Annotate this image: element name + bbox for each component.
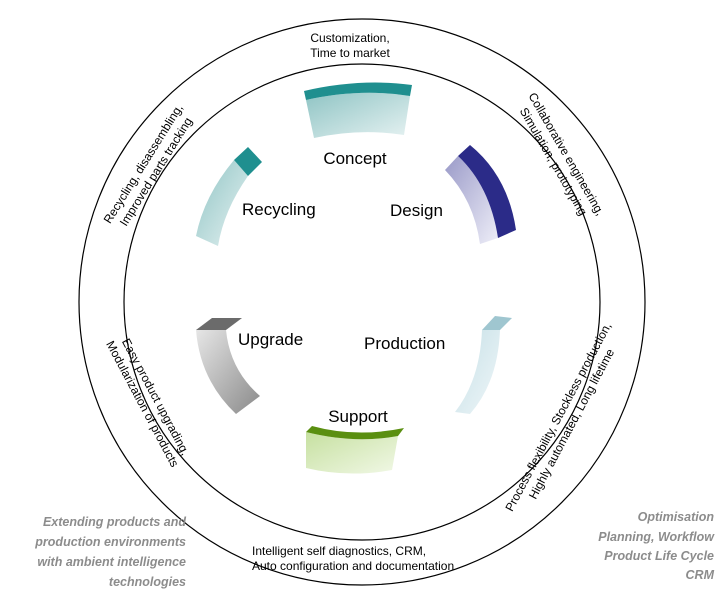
stage-segment-support xyxy=(306,426,404,474)
stage-segment-design xyxy=(445,145,516,244)
stage-segment-recycling xyxy=(196,147,262,246)
stage-label-recycling: Recycling xyxy=(242,200,316,219)
svg-text:Planning, Workflow: Planning, Workflow xyxy=(598,530,715,544)
svg-text:Optimisation: Optimisation xyxy=(638,510,715,524)
outer-ring xyxy=(78,18,646,586)
svg-text:Intelligent self diagnostics,: Intelligent self diagnostics, CRM, xyxy=(252,544,426,558)
stage-cap xyxy=(234,147,262,176)
ring-text-top-left: Recycling, disassembling, Improved parts… xyxy=(101,102,195,229)
side-note-right: Optimisation Planning, Workflow Product … xyxy=(598,510,715,582)
ring-text-bottom-right: Process flexibility, Stockless productio… xyxy=(502,320,617,514)
ring-text-left: Easy product upgrading, Modularization o… xyxy=(103,336,192,469)
inner-ring xyxy=(123,63,601,541)
svg-text:technologies: technologies xyxy=(109,575,186,589)
ring-text-top: Customization, Time to market xyxy=(310,31,390,60)
svg-text:Time to market: Time to market xyxy=(310,46,390,60)
stage-cap xyxy=(196,318,242,330)
stage-label-upgrade: Upgrade xyxy=(238,330,303,349)
ring-text-top-right: Collaborative engineering, Simulation, p… xyxy=(517,90,607,218)
svg-text:with ambient intelligence: with ambient intelligence xyxy=(37,555,186,569)
svg-text:production environments: production environments xyxy=(34,535,186,549)
svg-text:Highly automated, Long lifetim: Highly automated, Long lifetime xyxy=(526,346,617,501)
stage-label-production: Production xyxy=(364,334,445,353)
svg-text:Product Life Cycle: Product Life Cycle xyxy=(604,549,714,563)
svg-text:Customization,: Customization, xyxy=(310,31,389,45)
stage-segment-concept xyxy=(304,82,412,138)
svg-text:Collaborative engineering,: Collaborative engineering, xyxy=(525,90,607,218)
ring-text-bottom: Intelligent self diagnostics, CRM, Auto … xyxy=(252,544,454,573)
stage-cap xyxy=(306,426,404,440)
stage-label-support: Support xyxy=(328,407,388,426)
stage-label-design: Design xyxy=(390,201,443,220)
stage-cap xyxy=(458,145,516,238)
svg-text:Auto configuration and documen: Auto configuration and documentation xyxy=(252,559,454,573)
svg-text:Extending products and: Extending products and xyxy=(43,515,186,529)
svg-text:Process flexibility, Stockless: Process flexibility, Stockless productio… xyxy=(502,320,614,514)
stage-cap xyxy=(304,82,412,100)
stage-cap xyxy=(482,316,512,330)
side-note-left: Extending products and production enviro… xyxy=(34,515,186,589)
stage-segment-upgrade xyxy=(196,318,260,414)
stage-segment-production xyxy=(455,316,512,414)
svg-text:CRM: CRM xyxy=(686,568,715,582)
stage-label-concept: Concept xyxy=(323,149,387,168)
